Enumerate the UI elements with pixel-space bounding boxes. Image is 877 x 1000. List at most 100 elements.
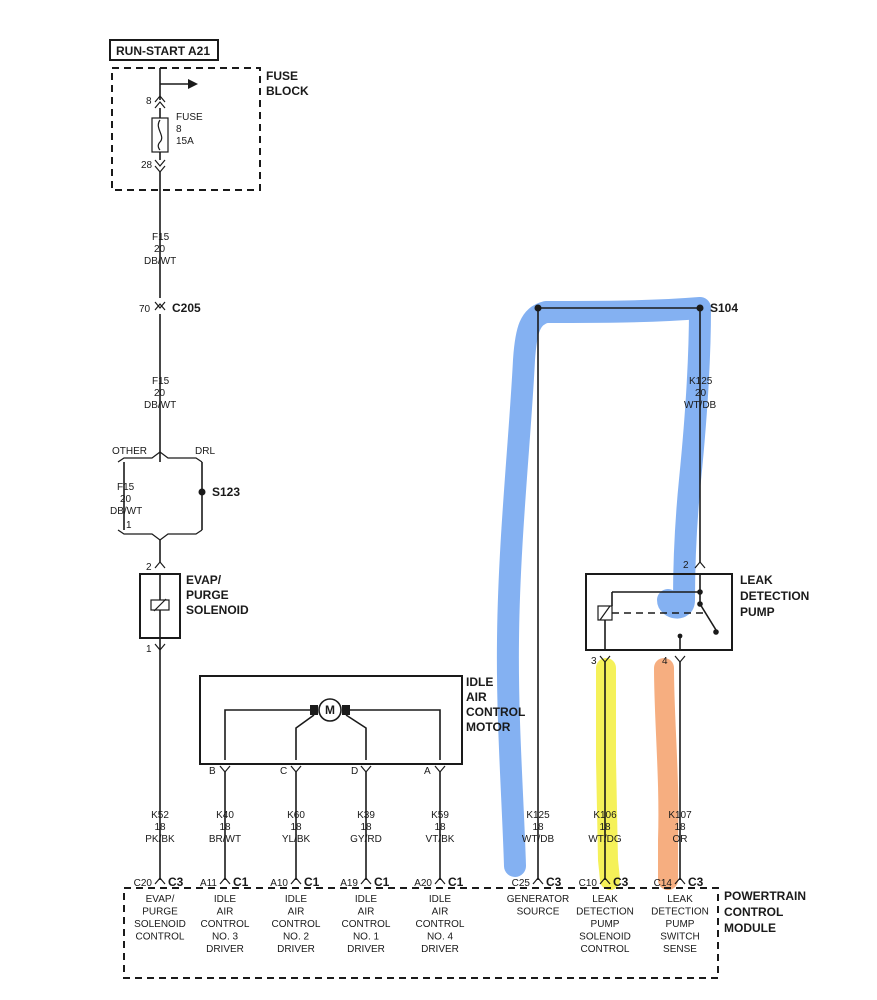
bottom-wire-circuit-3: K39 [357, 810, 375, 821]
pcm-name-3: MODULE [724, 921, 776, 935]
run-start-label: RUN-START A21 [116, 44, 210, 58]
iac-connector-b [219, 765, 231, 773]
pcm-pin-desc-0-3: CONTROL [136, 932, 185, 943]
fuse-pin-bottom: 28 [141, 160, 153, 171]
fuse-body [151, 117, 169, 153]
iac-wire-d [345, 714, 367, 760]
branch-label-other: OTHER [112, 446, 147, 457]
pcm-pin-desc-0-1: PURGE [142, 907, 178, 918]
bottom-wire-color-5: WT/DB [522, 834, 555, 845]
leak-pump-box [585, 573, 733, 651]
iac-motor-box [199, 675, 463, 765]
bottom-wire-gauge-1: 18 [219, 822, 231, 833]
iac-name-1: IDLE [466, 675, 493, 689]
iac-wire-b [224, 709, 310, 760]
fuse-pin-top-connector-2 [154, 101, 166, 109]
bottom-wire-labels: K5218PK/BKK4018BR/WTK6018YL/BKK3918GY/RD… [145, 810, 692, 845]
highlight-orange-leak-switch [654, 658, 679, 890]
pcm-pin-desc-3-4: DRIVER [347, 944, 385, 955]
pcm-pin-desc-0-0: EVAP/ [146, 894, 175, 905]
pcm-connector-2 [290, 877, 302, 885]
iac-pin-a: A [424, 766, 431, 777]
pcm-conn-3: C1 [374, 875, 390, 889]
c205-connector-top [154, 301, 166, 309]
bottom-wire-circuit-4: K59 [431, 810, 449, 821]
fuse-pin-top: 8 [146, 96, 152, 107]
leak-pin-4: 4 [662, 656, 668, 667]
pcm-pin-desc-3-1: AIR [358, 907, 375, 918]
leak-pin-2: 2 [683, 560, 689, 571]
iac-wire-a [350, 709, 441, 760]
pcm-pin-7: C14 [654, 878, 673, 889]
pcm-connector-6 [599, 877, 611, 885]
fuse-label-1: FUSE [176, 112, 203, 123]
leak-coil-slash [599, 605, 611, 621]
bottom-wire-gauge-2: 18 [290, 822, 302, 833]
pcm-pin-desc-1-1: AIR [217, 907, 234, 918]
evap-connector-top [154, 561, 166, 569]
highlight-blue-generator-source [496, 297, 711, 877]
highlight-yellow-leak-solenoid [596, 658, 620, 890]
evap-name-2: PURGE [186, 588, 229, 602]
pcm-conn-5: C3 [546, 875, 562, 889]
c205-connector-bottom [154, 303, 166, 311]
branch-pin: 1 [126, 520, 132, 531]
fuse-pin-top-connector [154, 95, 166, 103]
pcm-pin-desc-1-3: NO. 3 [212, 932, 239, 943]
iac-name-4: MOTOR [466, 720, 511, 734]
wire-k125-top-circuit: K125 [689, 376, 713, 387]
pcm-pin-desc-0-2: SOLENOID [134, 919, 186, 930]
pcm-connector-1 [219, 877, 231, 885]
pcm-pin-0: C20 [134, 878, 153, 889]
pcm-pin-desc-6-4: CONTROL [581, 944, 630, 955]
pcm-connector-4 [434, 877, 446, 885]
branch-bracket [117, 451, 203, 463]
bottom-wire-circuit-5: K125 [526, 810, 550, 821]
pcm-pin-desc-3-3: NO. 1 [353, 932, 380, 943]
iac-motor-brush-left [310, 705, 318, 715]
fuse-block-outline [111, 67, 261, 191]
wire-f15-c-color: DB/WT [110, 506, 142, 517]
splice-s123-dot [198, 488, 206, 496]
pcm-conn-6: C3 [613, 875, 629, 889]
iac-pin-c: C [280, 766, 287, 777]
bottom-wire-color-4: VT/BK [426, 834, 455, 845]
pcm-pin-desc-3-2: CONTROL [342, 919, 391, 930]
bottom-wire-circuit-2: K60 [287, 810, 305, 821]
pcm-pin-desc-5-1: SOURCE [517, 907, 560, 918]
leak-switch-contact [713, 629, 719, 635]
pcm-pin-4: A20 [414, 878, 432, 889]
wire-f15-a-color: DB/WT [144, 256, 176, 267]
pcm-outline [123, 887, 719, 979]
pcm-pin-desc-6-2: PUMP [591, 919, 620, 930]
pcm-conn-7: C3 [688, 875, 704, 889]
pcm-name-1: POWERTRAIN [724, 889, 806, 903]
fuse-label-2: 8 [176, 124, 182, 135]
pcm-connector-7 [674, 877, 686, 885]
evap-pin-bottom: 1 [146, 644, 152, 655]
bottom-wire-color-0: PK/BK [145, 834, 175, 845]
iac-pin-b: B [209, 766, 216, 777]
pcm-pin-3: A19 [340, 878, 358, 889]
pcm-pin-desc-1-0: IDLE [214, 894, 237, 905]
pcm-conn-0: C3 [168, 875, 184, 889]
fuse-element [157, 119, 163, 151]
leak-connector-2 [694, 561, 706, 569]
pcm-conn-1: C1 [233, 875, 249, 889]
wire-k125-top-gauge: 20 [695, 388, 707, 399]
pcm-conn-4: C1 [448, 875, 464, 889]
pcm-pin-desc-7-4: SENSE [663, 944, 697, 955]
fuse-pin-bottom-connector [154, 159, 166, 167]
pcm-conn-2: C1 [304, 875, 320, 889]
wire-f15-b-gauge: 20 [154, 388, 166, 399]
branch-bracket-bottom [117, 529, 203, 541]
bottom-wire-color-7: OR [673, 834, 688, 845]
bottom-wire-gauge-6: 18 [599, 822, 611, 833]
fuse-bus-arrowhead [188, 79, 198, 89]
iac-connector-d [360, 765, 372, 773]
pcm-pin-1: A11 [200, 878, 217, 889]
pcm-pin-desc-6-3: SOLENOID [579, 932, 631, 943]
pcm-name-2: CONTROL [724, 905, 783, 919]
evap-pin-top: 2 [146, 562, 152, 573]
